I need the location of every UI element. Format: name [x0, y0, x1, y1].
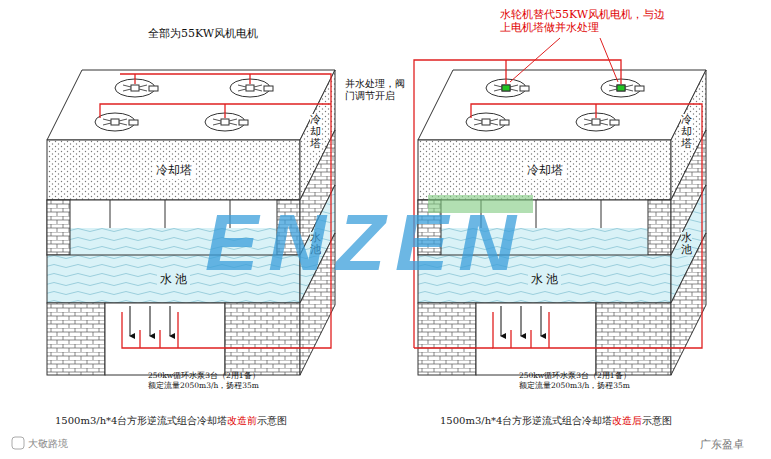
pump-note: 250kw循环水泵3台（2用1备）: [148, 371, 260, 381]
pump-note: 额定流量2050m3/h，扬程35m: [148, 381, 259, 391]
valve-note: 并水处理，阀门调节开启: [345, 78, 407, 102]
caption-highlight: 改造前: [227, 414, 257, 428]
watermark-icon: [12, 437, 24, 449]
pump-note: 250kw循环水泵3台（2用1备）: [519, 371, 631, 381]
watermark: ENZEN: [205, 203, 526, 283]
caption-text: 1500m3/h*4台方形逆流式组合冷却塔: [440, 414, 612, 428]
water-pool: 水 池: [47, 255, 300, 303]
callout-text: 水轮机替代55KW风机电机，与边上电机塔做并水处理: [500, 8, 670, 34]
watermark: 大敬路境: [28, 437, 68, 451]
watermark: 广东盈卓: [700, 437, 744, 452]
caption-text: 示意图: [642, 414, 672, 428]
box-label: 冷却塔: [524, 162, 566, 179]
cooling-tower-box: 冷却塔: [47, 140, 300, 200]
caption-highlight: 改造后: [612, 414, 642, 428]
water-turbine: [502, 85, 510, 91]
side-label: 冷却塔: [681, 114, 692, 150]
water-turbine: [617, 85, 625, 91]
box-label: 水 池: [157, 271, 191, 288]
caption-text: 示意图: [257, 414, 287, 428]
caption-text: 1500m3/h*4台方形逆流式组合冷却塔: [55, 414, 227, 428]
side-label: 水池: [681, 232, 692, 256]
box-label: 水 池: [528, 271, 562, 288]
caption: 1500m3/h*4台方形逆流式组合冷却塔改造前示意图: [55, 414, 287, 428]
leader-line: [510, 38, 618, 82]
side-label: 冷却塔: [310, 114, 321, 150]
cooling-tower-box: 冷却塔: [418, 140, 671, 200]
box-label: 冷却塔: [153, 162, 195, 179]
callout-text: 全部为55KW风机电机: [148, 26, 258, 41]
water-pool: 水 池: [418, 255, 671, 303]
caption: 1500m3/h*4台方形逆流式组合冷却塔改造后示意图: [440, 414, 672, 428]
pump-note: 额定流量2050m3/h，扬程35m: [519, 381, 630, 391]
